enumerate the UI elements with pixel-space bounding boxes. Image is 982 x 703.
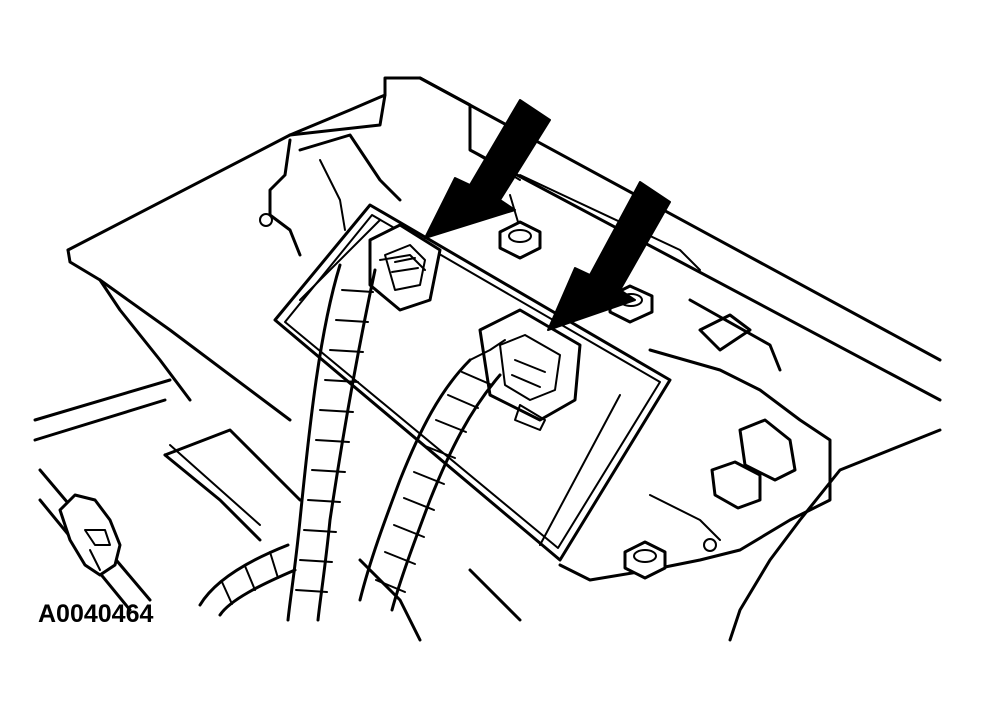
mounting-flange <box>558 298 832 582</box>
arrow-icon <box>424 99 551 239</box>
housing-outline <box>66 76 942 642</box>
wire-clip <box>58 493 122 577</box>
connector-right <box>478 308 582 431</box>
bolt-lower <box>623 540 667 580</box>
mounting-bracket <box>259 133 402 257</box>
arrow-icon <box>547 181 671 331</box>
module-housing <box>273 203 672 562</box>
bolt-upper <box>498 194 542 260</box>
wire-harness <box>198 254 506 622</box>
figure-id-label: A0040464 <box>38 600 154 628</box>
connector-left <box>368 223 442 312</box>
